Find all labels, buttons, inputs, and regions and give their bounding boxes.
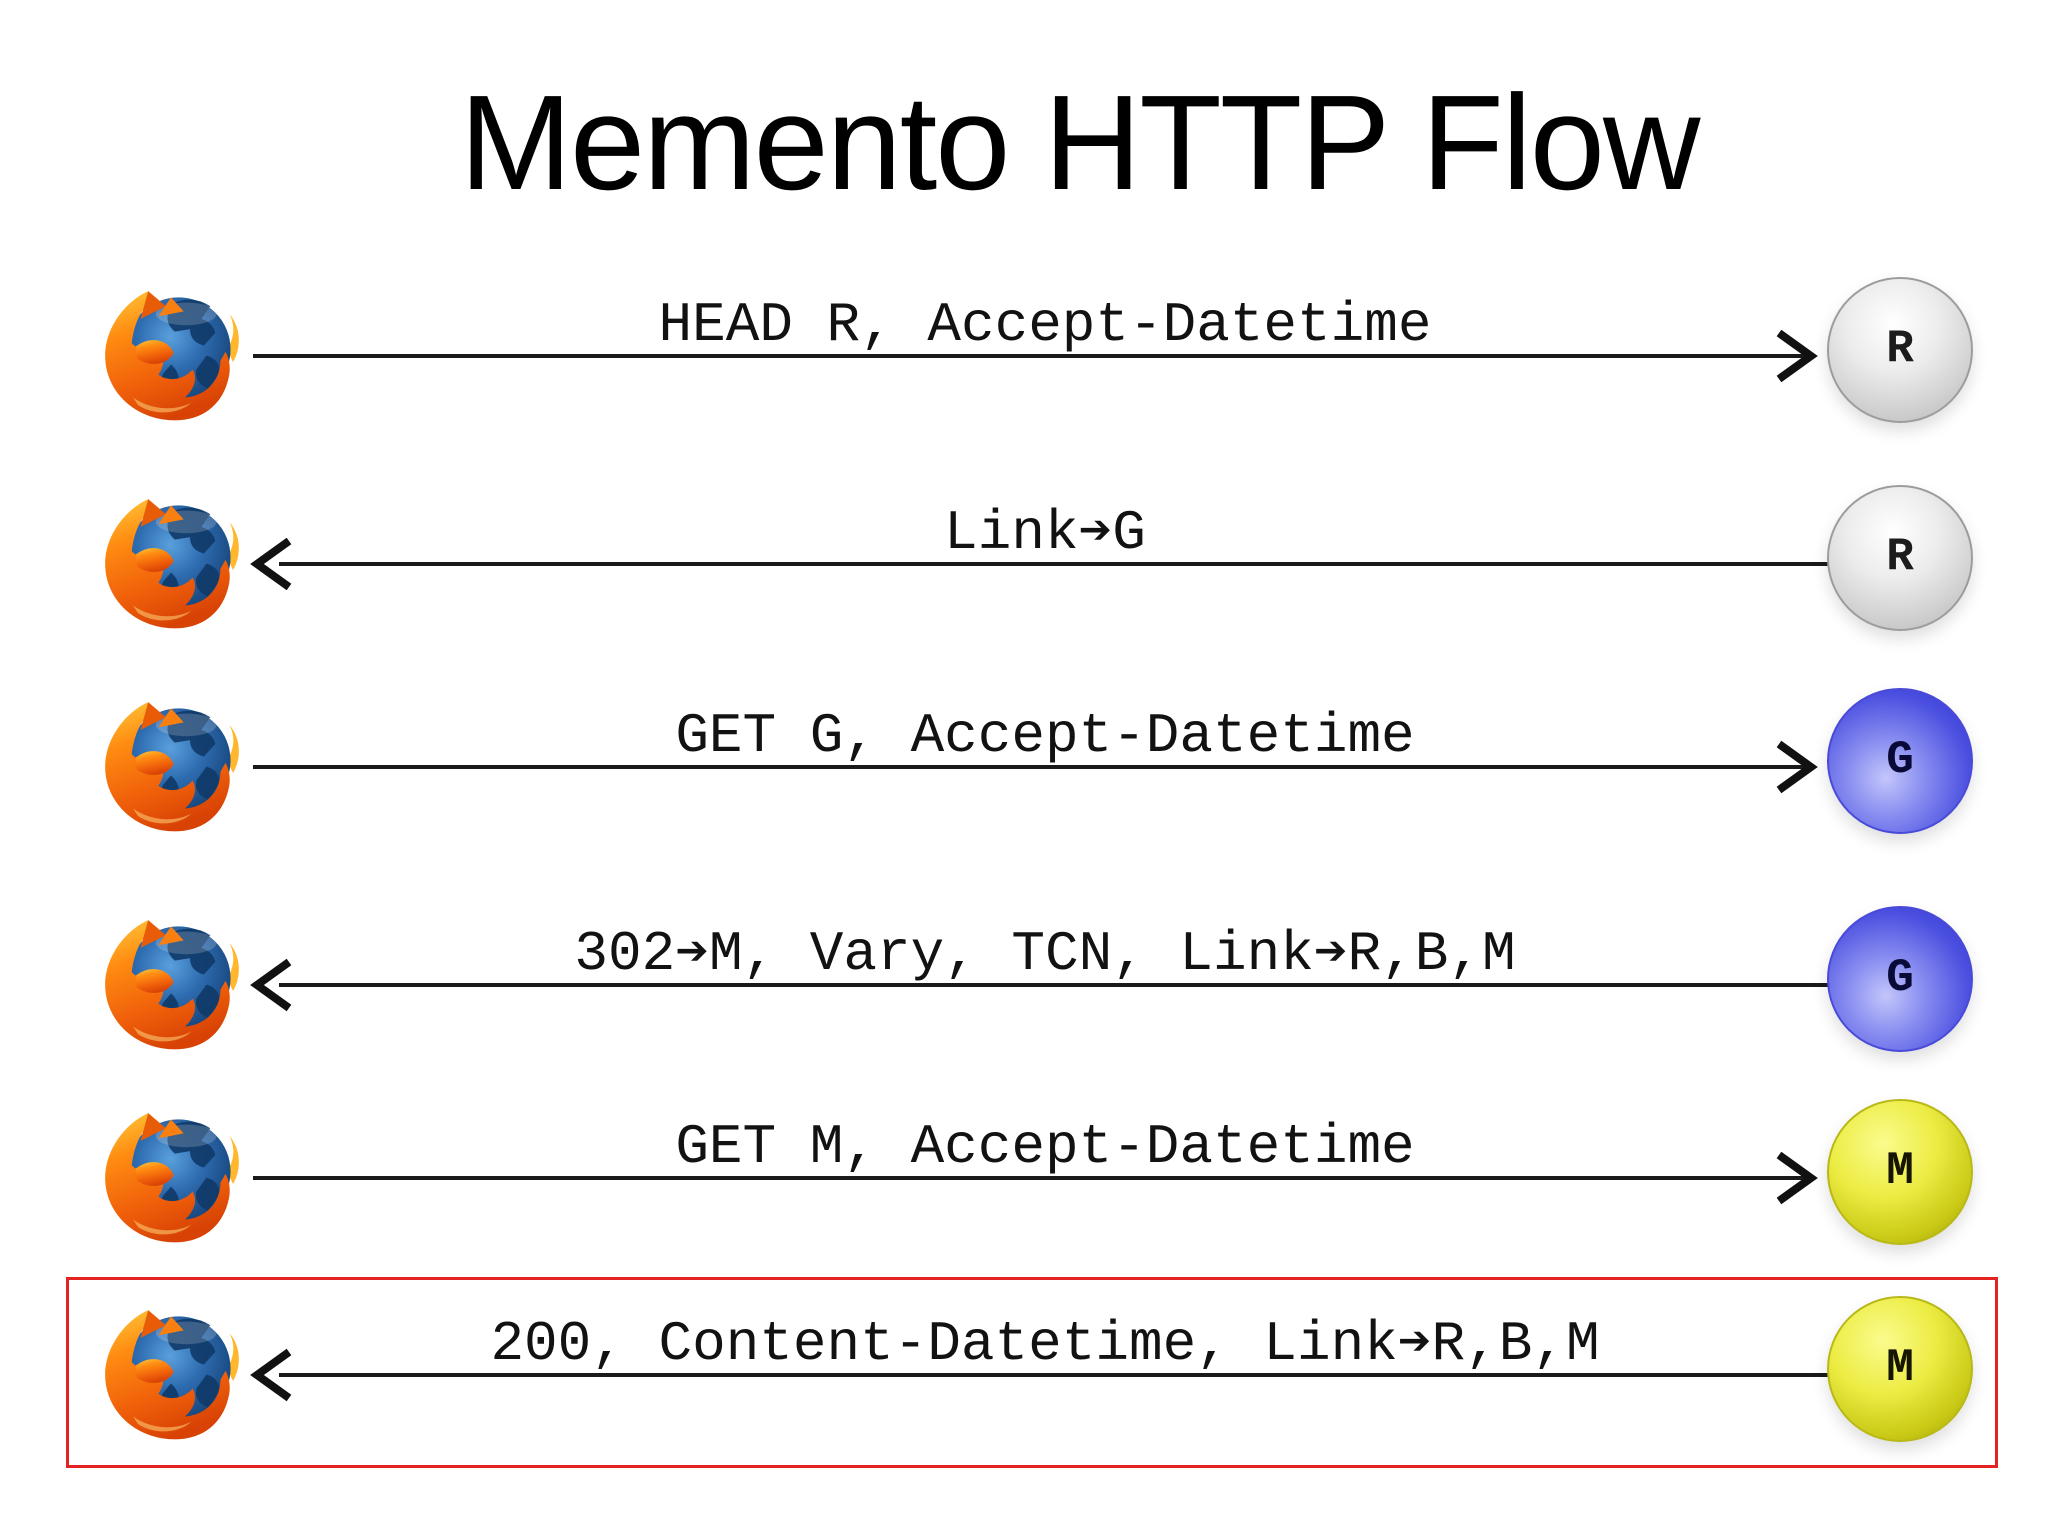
server-node-g: G (1827, 906, 1973, 1052)
flow-row-3: GET G, Accept-Datetime G (95, 677, 1973, 857)
request-arrow (253, 329, 1818, 383)
server-letter: M (1886, 1342, 1914, 1394)
message-label: Link➔G (944, 501, 1146, 565)
flow-row-1: HEAD R, Accept-Datetime R (95, 266, 1973, 446)
flow-row-2: Link➔G R (95, 474, 1973, 654)
message-label: 200, Content-Datetime, Link➔R,B,M (490, 1312, 1600, 1376)
message-label: HEAD R, Accept-Datetime (658, 293, 1432, 357)
firefox-icon (95, 697, 247, 849)
server-letter: M (1886, 1145, 1914, 1197)
message-label: GET M, Accept-Datetime (675, 1115, 1415, 1179)
firefox-icon (95, 1305, 247, 1457)
firefox-icon (95, 1108, 247, 1260)
server-node-m: M (1827, 1099, 1973, 1245)
request-arrow (253, 740, 1818, 794)
response-arrow (250, 958, 1845, 1012)
response-arrow (250, 537, 1845, 591)
firefox-icon (95, 915, 247, 1067)
flow-row-4: 302➔M, Vary, TCN, Link➔R,B,M G (95, 895, 1973, 1075)
server-letter: G (1886, 734, 1914, 786)
message-label: 302➔M, Vary, TCN, Link➔R,B,M (574, 922, 1516, 986)
server-node-r: R (1827, 277, 1973, 423)
server-letter: G (1886, 952, 1914, 1004)
server-letter: R (1886, 531, 1914, 583)
page-title: Memento HTTP Flow (459, 67, 1701, 218)
firefox-icon (95, 286, 247, 438)
server-node-g: G (1827, 688, 1973, 834)
request-arrow (253, 1151, 1818, 1205)
server-node-r: R (1827, 485, 1973, 631)
server-letter: R (1886, 323, 1914, 375)
message-label: GET G, Accept-Datetime (675, 704, 1415, 768)
firefox-icon (95, 494, 247, 646)
server-node-m: M (1827, 1296, 1973, 1442)
flow-row-5: GET M, Accept-Datetime M (95, 1088, 1973, 1268)
highlight-box (66, 1277, 1998, 1468)
flow-row-6: 200, Content-Datetime, Link➔R,B,M M (95, 1285, 1973, 1465)
response-arrow (250, 1348, 1845, 1402)
